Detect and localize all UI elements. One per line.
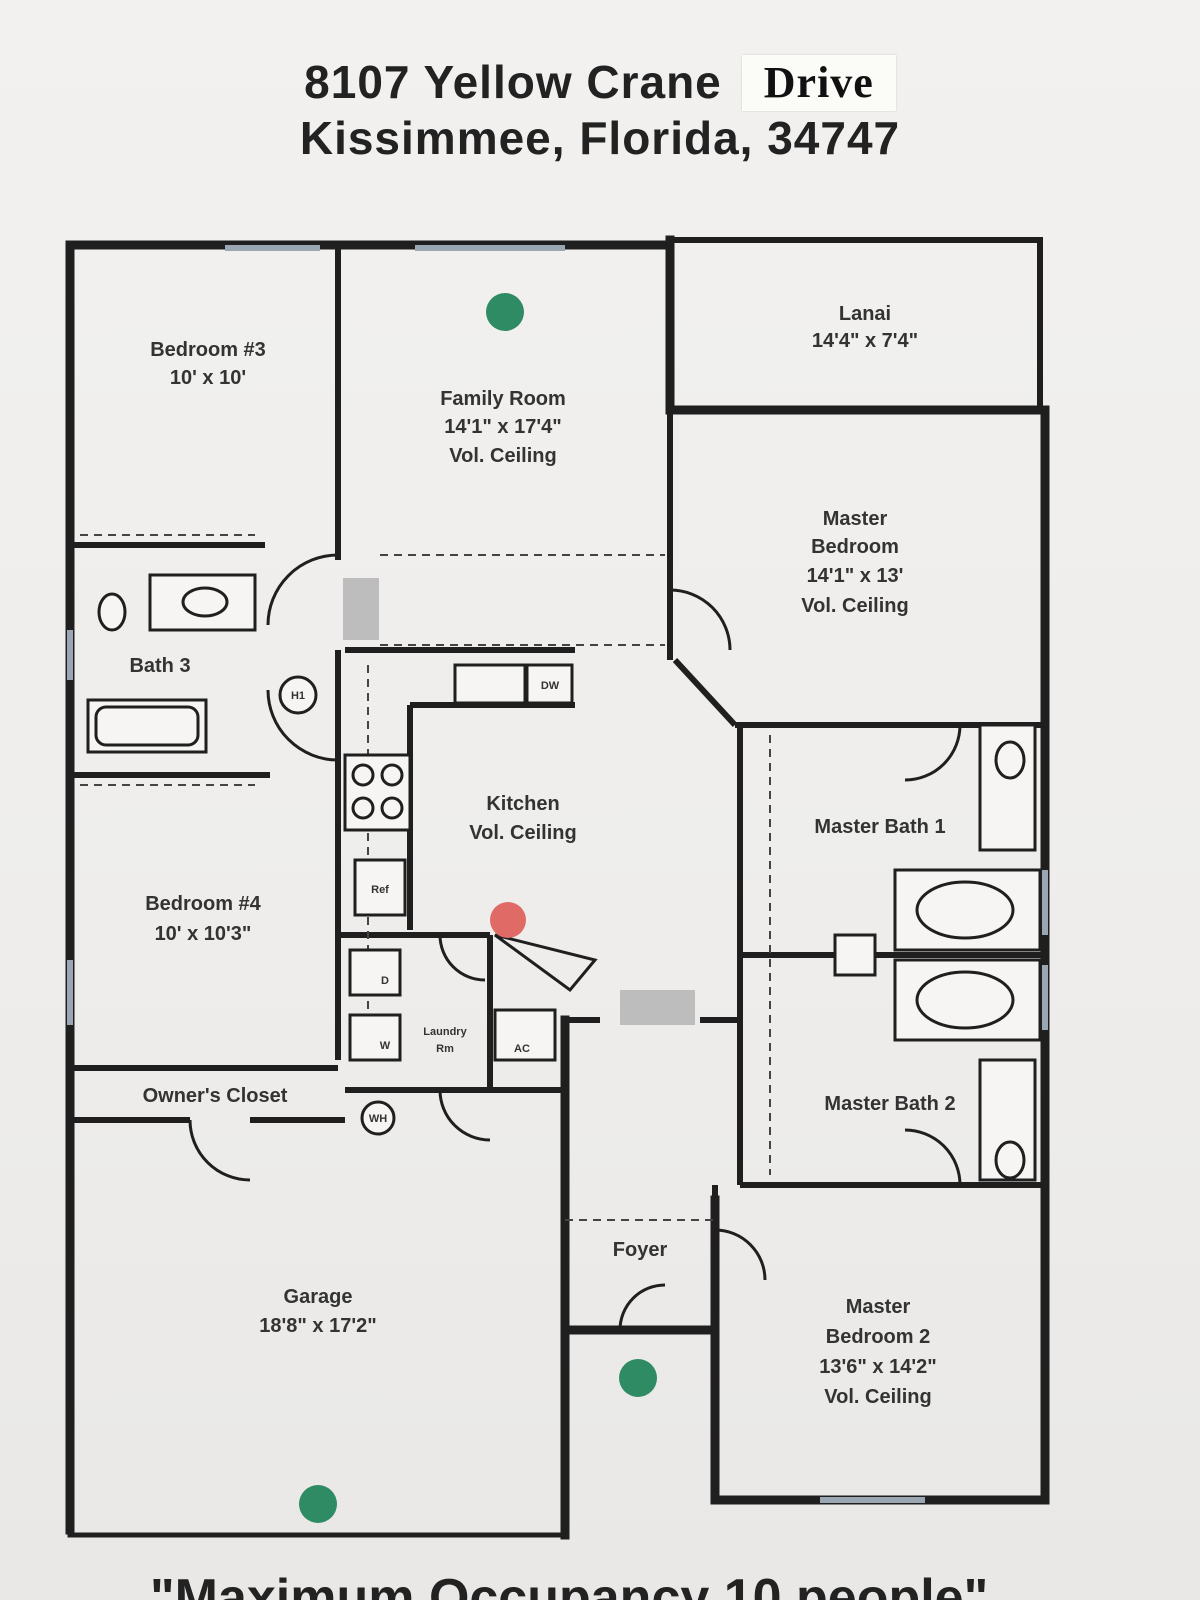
owners-closet-name: Owner's Closet	[143, 1085, 288, 1107]
bedroom4-size: 10' x 10'3"	[155, 923, 252, 945]
master-bath1-name: Master Bath 1	[814, 816, 945, 838]
bath3-tub-basin	[94, 705, 200, 747]
master-bedroom-size: 14'1" x 13'	[807, 565, 904, 587]
bedroom3-name: Bedroom #3	[150, 339, 266, 361]
door-swing	[438, 934, 486, 982]
address-street-suffix: Drive	[741, 55, 896, 111]
kitchen-name: Kitchen	[486, 793, 559, 815]
master-bedroom-name-1: Master	[823, 508, 888, 530]
ac-unit	[493, 1008, 557, 1062]
green-marker-dot	[486, 293, 524, 331]
dw-label: DW	[541, 680, 560, 692]
burner-icon	[351, 796, 375, 820]
shower-bench	[833, 933, 877, 977]
lanai-name: Lanai	[839, 303, 891, 325]
kitchen-note: Vol. Ceiling	[469, 822, 576, 844]
washer	[348, 1013, 402, 1062]
bedroom3-size: 10' x 10'	[170, 367, 246, 389]
door-swing	[494, 933, 598, 993]
door-swing	[669, 588, 732, 651]
h1-label: H1	[291, 690, 305, 702]
family-room-name: Family Room	[440, 388, 566, 410]
green-marker-dot	[619, 1359, 657, 1397]
burner-icon	[380, 763, 404, 787]
door-swing	[904, 724, 962, 782]
door-swing	[266, 689, 339, 762]
burner-icon	[351, 763, 375, 787]
water-heater-symbol	[360, 1100, 396, 1136]
refrigerator	[353, 858, 407, 917]
windows	[67, 245, 1048, 1503]
markers	[299, 293, 657, 1523]
garage-name: Garage	[284, 1286, 353, 1308]
door-swing	[266, 553, 339, 626]
dryer-label: D	[381, 975, 389, 987]
stove	[343, 753, 412, 832]
master-bedroom2-size: 13'6" x 14'2"	[819, 1356, 936, 1378]
ac-label: AC	[514, 1043, 530, 1055]
master-bedroom2-note: Vol. Ceiling	[824, 1386, 931, 1408]
occupancy-note: "Maximum Occupancy 10 people"	[150, 1569, 989, 1600]
bedroom4-name: Bedroom #4	[145, 893, 261, 915]
address-city: Kissimmee, Florida, 34747	[299, 112, 901, 164]
door-swing	[188, 1119, 251, 1182]
master-bath2-toilet	[994, 1140, 1026, 1180]
address-street-line: 8107 Yellow Crane Drive	[0, 55, 1200, 111]
master-bedroom-name-2: Bedroom	[811, 536, 899, 558]
burner-icon	[380, 796, 404, 820]
master-bath1-sink	[915, 880, 1015, 940]
laundry-name-1: Laundry	[423, 1026, 467, 1038]
master-bath2-name: Master Bath 2	[824, 1093, 955, 1115]
h1-symbol	[278, 675, 318, 715]
dishwasher	[525, 663, 574, 705]
foyer-name: Foyer	[613, 1239, 668, 1261]
red-marker-dot	[490, 902, 526, 938]
green-marker-dot	[299, 1485, 337, 1523]
hall-opening	[343, 578, 379, 640]
master-bedroom2-name-1: Master	[846, 1296, 911, 1318]
water-heater-label: WH	[369, 1113, 387, 1125]
kitchen-sink	[453, 663, 527, 705]
foyer-opening	[620, 990, 695, 1025]
family-room-size: 14'1" x 17'4"	[444, 416, 561, 438]
door-swing	[438, 1089, 491, 1142]
ref-label: Ref	[371, 884, 389, 896]
bath3-name: Bath 3	[129, 655, 190, 677]
laundry-name-2: Rm	[436, 1043, 454, 1055]
door-swing	[618, 1283, 666, 1331]
master-bedroom2-name-2: Bedroom 2	[826, 1326, 930, 1348]
address-street: 8107 Yellow Crane	[304, 56, 722, 108]
door-swing	[714, 1228, 767, 1281]
washer-label: W	[380, 1040, 391, 1052]
fixtures	[86, 573, 1042, 1182]
door-swing	[904, 1128, 962, 1186]
lanai-size: 14'4" x 7'4"	[812, 330, 918, 352]
address-header: 8107 Yellow Crane Drive Kissimmee, Florid…	[0, 55, 1200, 165]
bath3-sink	[181, 586, 229, 618]
master-bath2-sink	[915, 970, 1015, 1030]
garage-size: 18'8" x 17'2"	[259, 1315, 376, 1337]
bath3-vanity	[148, 573, 257, 632]
room-labels: Bedroom #3 10' x 10' Family Room 14'1" x…	[129, 303, 955, 1408]
hatched-openings	[343, 578, 695, 1025]
master-bath1-toilet	[994, 740, 1026, 780]
master-bedroom-note: Vol. Ceiling	[801, 595, 908, 617]
door-swings	[188, 553, 962, 1331]
bath3-toilet	[97, 592, 127, 632]
family-room-note: Vol. Ceiling	[449, 445, 556, 467]
dryer	[348, 948, 402, 997]
